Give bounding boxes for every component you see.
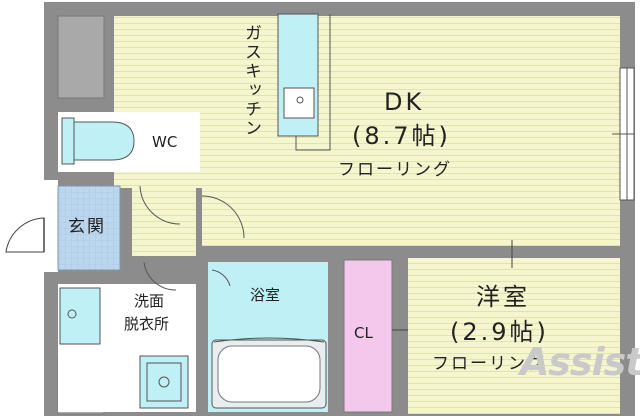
western-room-floor bbox=[408, 258, 620, 414]
dk-room-name: DK bbox=[384, 88, 425, 116]
dk-floor-type: フローリング bbox=[338, 160, 452, 180]
washing-machine-drain-icon bbox=[158, 376, 170, 388]
western-floor-type: フローリング bbox=[432, 354, 546, 374]
western-room-size: (2.9帖) bbox=[450, 318, 549, 346]
washing-machine-inner bbox=[146, 362, 182, 402]
closet-floor bbox=[343, 259, 393, 413]
bath-label: 浴室 bbox=[250, 286, 281, 304]
washbasin bbox=[59, 287, 101, 345]
wc-label: WC bbox=[152, 133, 178, 151]
dk-door-swing bbox=[201, 195, 245, 239]
washbasin-drain-icon bbox=[67, 309, 77, 319]
bathtub-rim-arc bbox=[213, 337, 325, 343]
washroom-label-line1: 洗面 bbox=[134, 292, 165, 310]
western-room-name: 洋室 bbox=[476, 283, 530, 311]
toilet-bowl-icon bbox=[73, 121, 135, 161]
kitchen-label: ガスキッチン bbox=[241, 24, 261, 138]
bathtub-inner bbox=[217, 345, 321, 403]
washing-machine-pan bbox=[139, 355, 189, 409]
assist-watermark: Assist bbox=[520, 340, 640, 384]
hallway-floor bbox=[132, 176, 196, 256]
entrance-floor bbox=[57, 185, 121, 271]
kitchen-counter-return bbox=[295, 14, 331, 151]
washroom-door-swing bbox=[143, 261, 177, 291]
entrance-door-swing bbox=[5, 217, 45, 253]
dk-floor bbox=[114, 16, 620, 246]
kitchen-sink-drain-icon bbox=[296, 96, 304, 104]
entrance-gap-left bbox=[44, 180, 58, 272]
toilet-tank bbox=[61, 117, 75, 165]
bath-door-swing bbox=[211, 269, 231, 287]
washroom-label-line2: 脱衣所 bbox=[124, 315, 170, 333]
dk-room-size: (8.7帖) bbox=[352, 122, 451, 150]
pillar-top-left bbox=[57, 15, 105, 99]
closet-label: CL bbox=[354, 324, 373, 342]
wc-door-swing bbox=[139, 185, 181, 225]
entrance-label: 玄関 bbox=[68, 217, 106, 237]
